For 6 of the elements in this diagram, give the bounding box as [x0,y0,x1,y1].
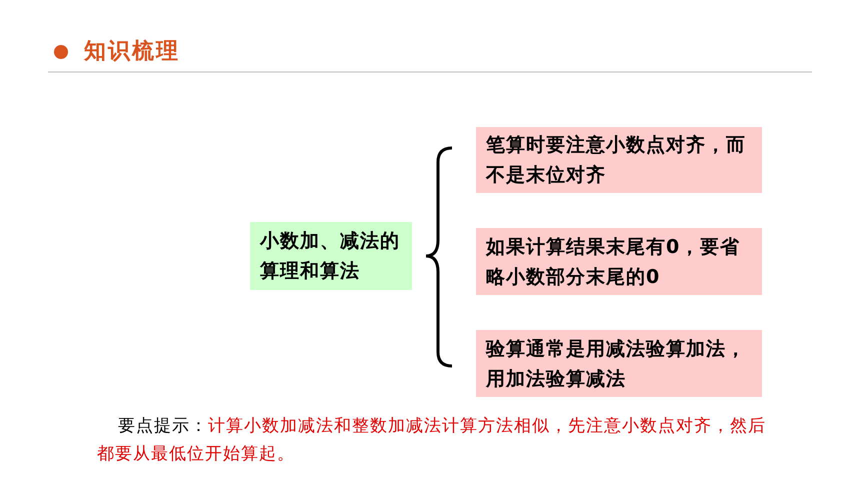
tip-box: 如果计算结果末尾有0，要省略小数部分末尾的0 [476,228,762,295]
tip-box: 验算通常是用减法验算加法，用加法验算减法 [476,330,762,397]
tip-box: 笔算时要注意小数点对齐，而不是末位对齐 [476,127,762,193]
slide-title: 知识梳理 [84,38,180,66]
note-text: 要点提示：计算小数加减法和整数加减法计算方法相似，先注意小数点对齐，然后都要从最低位开始算起。 [97,415,767,466]
topic-box: 小数加、减法的算理和算法 [250,222,412,290]
